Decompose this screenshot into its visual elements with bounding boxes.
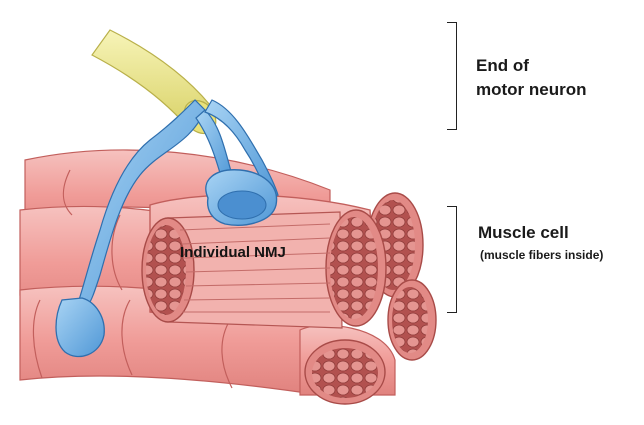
label-muscle-fibers-inside: (muscle fibers inside): [480, 248, 604, 262]
bracket-motor-neuron: [447, 22, 457, 130]
motor-neuron-terminal: [55, 99, 279, 358]
label-individual-nmj: Individual NMJ: [180, 244, 286, 261]
label-neuron-line2: motor neuron: [476, 80, 587, 99]
label-end-of-motor-neuron: End of motor neuron: [476, 54, 587, 102]
bracket-muscle-cell: [447, 206, 457, 313]
label-muscle-cell: Muscle cell: [478, 223, 569, 242]
label-neuron-line1: End of: [476, 56, 529, 75]
muscle-cell-main: [141, 194, 387, 329]
